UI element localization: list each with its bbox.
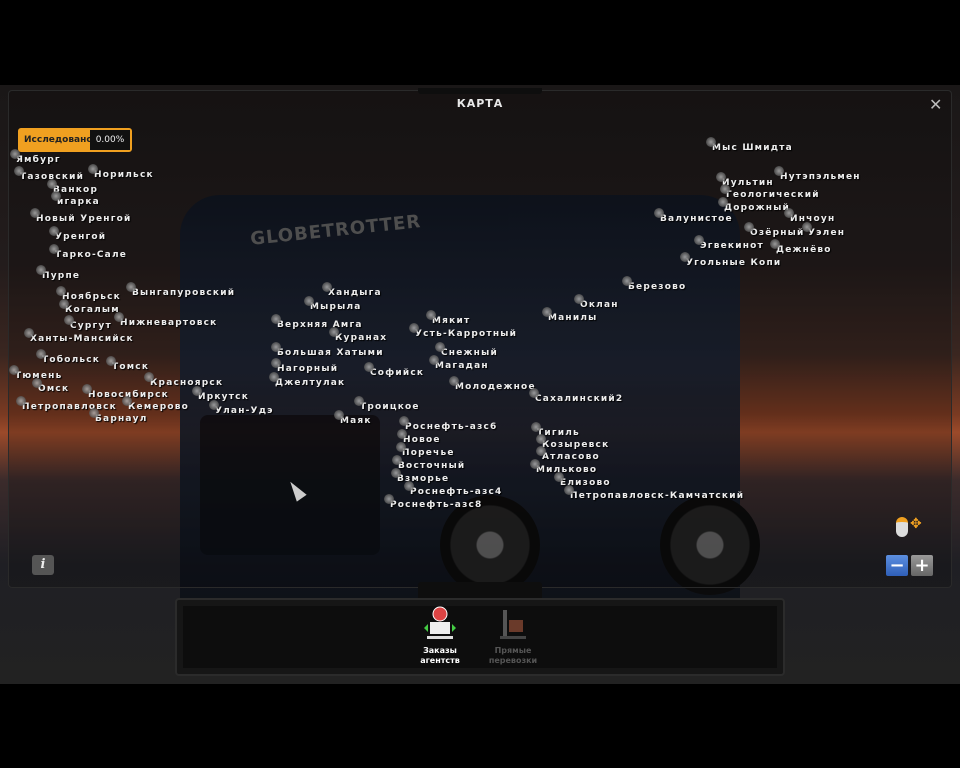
city-label[interactable]: игарка — [51, 191, 100, 207]
city-label[interactable]: Инчоун — [783, 208, 836, 224]
city-label[interactable]: Роснефть-азс4 — [404, 481, 503, 497]
city-label[interactable]: Восточный — [391, 455, 466, 471]
city-label[interactable]: Барнаул — [89, 408, 148, 424]
city-label[interactable]: Тигиль — [531, 422, 580, 438]
forklift-icon — [495, 606, 531, 642]
city-label[interactable]: Манилы — [541, 307, 598, 323]
close-icon[interactable]: ✕ — [929, 95, 943, 114]
mode-panel — [175, 598, 785, 676]
pan-arrows-icon: ✥ — [910, 516, 922, 532]
title-tab — [418, 88, 542, 94]
city-label[interactable]: Омск — [31, 378, 70, 394]
city-label[interactable]: Куранах — [328, 327, 388, 343]
city-label[interactable]: Оклан — [574, 294, 619, 310]
city-label[interactable]: Ванкор — [46, 179, 99, 195]
city-label[interactable]: Новый Уренгой — [29, 208, 132, 224]
city-label[interactable]: Маяк — [334, 410, 372, 426]
city-label[interactable]: Эгвекинот — [694, 235, 764, 251]
city-label[interactable]: Нижневартовск — [113, 312, 218, 328]
city-label[interactable]: Тарко-Сале — [48, 244, 128, 260]
city-label[interactable]: Сахалинский2 — [528, 388, 624, 404]
truck-wheel — [440, 495, 540, 595]
city-label[interactable]: Софийск — [363, 362, 425, 378]
city-label[interactable]: Тюмень — [8, 365, 63, 381]
city-label[interactable]: Джелтулак — [268, 372, 346, 388]
mode-label-line2: перевозки — [488, 656, 538, 665]
city-label[interactable]: Дежнёво — [770, 239, 832, 255]
city-label[interactable]: Петропавловск — [16, 396, 117, 412]
city-label[interactable]: Вынгапуровский — [125, 282, 236, 298]
city-label[interactable]: Магадан — [429, 355, 489, 371]
city-label[interactable]: Пурпе — [35, 265, 81, 281]
map-window — [8, 90, 952, 588]
city-label[interactable]: Дорожный — [717, 197, 791, 213]
map-background[interactable]: GLOBETROTTER — [0, 85, 960, 684]
city-label[interactable]: Тазовский — [13, 166, 85, 182]
city-label[interactable]: Иультин — [716, 172, 774, 188]
city-label[interactable]: Мякит — [425, 310, 471, 326]
city-label[interactable]: Хандыга — [322, 282, 382, 298]
city-label[interactable]: Ямбург — [10, 149, 61, 165]
city-label[interactable]: Мырыла — [304, 296, 362, 312]
info-button[interactable]: i — [32, 555, 54, 575]
city-label[interactable]: Березово — [621, 276, 687, 292]
city-label[interactable]: Роснефть-азс6 — [399, 416, 498, 432]
explored-label: Исследовано — [24, 135, 93, 145]
zoom-out-button[interactable]: − — [886, 555, 908, 576]
city-label[interactable]: Усть-Карротный — [408, 323, 518, 339]
truck-background: GLOBETROTTER — [180, 195, 760, 615]
city-label[interactable]: Уэлен — [801, 222, 846, 238]
city-label[interactable]: Красноярск — [143, 372, 224, 388]
city-label[interactable]: Мильково — [529, 459, 598, 475]
mode-direct-transport[interactable]: Прямые перевозки — [483, 606, 543, 666]
mode-agency-orders[interactable]: Заказы агентств — [410, 606, 470, 666]
city-label[interactable]: Роснефть-азс8 — [384, 494, 483, 510]
city-label[interactable]: Снежный — [435, 342, 498, 358]
city-label[interactable]: Елизово — [554, 472, 611, 488]
truck-grille — [200, 415, 380, 555]
city-label[interactable]: Кемерово — [121, 396, 190, 412]
city-label[interactable]: Атласово — [536, 446, 600, 462]
city-label[interactable]: Новое — [397, 429, 441, 445]
city-label[interactable]: Ноябрьск — [56, 286, 121, 302]
city-label[interactable]: Верхняя Амга — [271, 314, 363, 330]
city-label[interactable]: Угольные Копи — [679, 252, 782, 268]
city-label[interactable]: Норильск — [88, 164, 154, 180]
city-label[interactable]: Нутэпэльмен — [774, 166, 861, 182]
city-label[interactable]: Валунистое — [654, 208, 733, 224]
city-label[interactable]: Озёрный — [744, 222, 805, 238]
city-label[interactable]: Тобольск — [35, 349, 101, 365]
city-label[interactable]: Ханты-Мансийск — [24, 328, 134, 344]
mode-label-line1: Прямые — [494, 646, 532, 655]
city-label[interactable]: Томск — [105, 356, 150, 372]
city-label[interactable]: Петропавловск-Камчатский — [563, 485, 745, 501]
city-label[interactable]: Когалым — [59, 299, 120, 315]
pallet-clock-icon — [422, 606, 458, 642]
city-label[interactable]: Иркутск — [191, 386, 250, 402]
city-label[interactable]: Нагорный — [270, 358, 339, 374]
city-label[interactable]: Уренгой — [48, 226, 107, 242]
mode-label-line2: агентств — [420, 656, 460, 665]
city-label[interactable]: Мыс Шмидта — [706, 137, 793, 153]
city-label[interactable]: Молодежное — [449, 376, 536, 392]
explored-badge: Исследовано 0.00% — [18, 128, 132, 152]
bottom-tab — [418, 582, 542, 602]
city-label[interactable]: Геологический — [720, 184, 820, 200]
mode-label-line1: Заказы — [423, 646, 457, 655]
city-label[interactable]: Сургут — [64, 315, 112, 331]
mouse-icon — [896, 517, 908, 537]
explored-value: 0.00% — [90, 130, 130, 150]
zoom-in-button[interactable]: + — [911, 555, 933, 576]
city-label[interactable]: Троицкое — [354, 396, 420, 412]
city-label[interactable]: Улан-Удэ — [209, 400, 274, 416]
city-label[interactable]: Поречье — [396, 442, 455, 458]
truck-wheel — [660, 495, 760, 595]
city-label[interactable]: Большая Хатыми — [271, 342, 384, 358]
window-title: КАРТА — [456, 97, 504, 110]
city-label[interactable]: Козыревск — [535, 434, 610, 450]
city-label[interactable]: Взморье — [390, 468, 450, 484]
city-label[interactable]: Новосибирск — [82, 384, 169, 400]
